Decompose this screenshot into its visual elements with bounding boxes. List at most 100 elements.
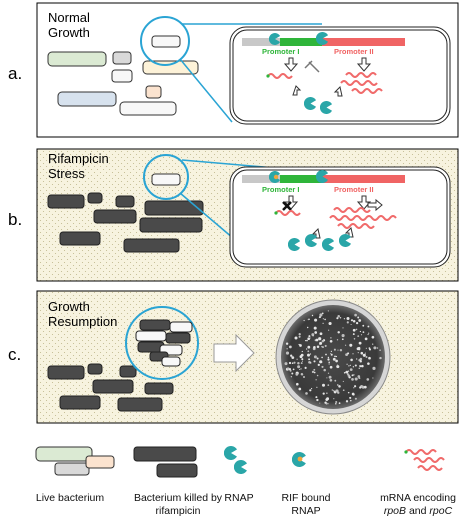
colony-dot (288, 361, 292, 365)
colony-dot (338, 385, 341, 388)
colony-dot (363, 385, 367, 389)
bacterium-dead (115, 195, 135, 208)
colony-dot (347, 374, 351, 377)
colony-dot (359, 365, 361, 367)
inset-b-outer (229, 166, 451, 268)
colony-dot (337, 331, 340, 334)
colony-dot (342, 389, 345, 392)
colony-dot (309, 353, 312, 355)
bacterium-dead (165, 332, 191, 344)
colony-dot (311, 370, 315, 374)
mrna-icon (351, 88, 383, 94)
colony-dot (307, 345, 311, 349)
colony-dot (359, 357, 363, 361)
colony-dot (333, 398, 335, 400)
colony-dot (322, 383, 325, 387)
colony-dot (336, 364, 339, 366)
colony-dot (345, 370, 349, 374)
colony-dot (367, 325, 370, 328)
colony-dot (337, 314, 340, 318)
mrna-icon (365, 215, 397, 221)
colony-dot (349, 396, 352, 399)
colony-dot (314, 331, 318, 334)
colony-dot (368, 332, 370, 334)
rnap-icon (234, 460, 247, 474)
bacterium-live-zoomed (151, 35, 181, 48)
legend-rif-line2: RNAP (291, 505, 321, 517)
colony-dot (295, 373, 299, 376)
bacterium-live (85, 455, 115, 469)
colony-dot (316, 345, 320, 348)
colony-dot (290, 376, 293, 378)
colony-dot (323, 368, 326, 372)
colony-dot (358, 341, 362, 345)
colony-dot (296, 382, 299, 386)
legend-rif-line1: RIF bound (281, 492, 331, 504)
colony-dot (376, 347, 379, 349)
petri-dish (275, 299, 391, 415)
gene-rpob: rpoB (383, 505, 407, 517)
colony-dot (346, 363, 348, 365)
colony-dot (325, 353, 327, 356)
colony-dot (315, 379, 317, 381)
colony-dot (307, 337, 311, 341)
colony-cluster (135, 319, 193, 367)
colony-dot (286, 348, 288, 350)
colony-dot (321, 312, 324, 315)
colony-dot (305, 392, 308, 395)
colony-dot (351, 392, 355, 396)
colony-dot (290, 354, 293, 357)
colony-dot (347, 391, 350, 394)
colony-dot (319, 402, 321, 404)
colony-dot (365, 347, 367, 349)
colony-dot (357, 346, 361, 350)
promoter-ii-region (322, 38, 405, 46)
colony-dot (301, 360, 303, 362)
colony-dot (367, 333, 369, 336)
bacterium-live (119, 101, 177, 116)
colony-dot (303, 376, 305, 378)
colony-dot (346, 316, 350, 321)
colony-dot (357, 335, 360, 337)
arrow-down-icon (356, 195, 372, 210)
colony-dot (309, 337, 311, 339)
colony-dot (304, 366, 307, 369)
colony-dot (327, 358, 330, 361)
colony-dot (313, 368, 316, 371)
colony-dot (298, 387, 302, 391)
colony-dot (315, 396, 318, 399)
legend-killed-label: Bacterium killed by rifampicin (122, 492, 234, 518)
promoter-ii-region (322, 175, 405, 183)
colony-dot (329, 365, 333, 369)
bacterium-live (57, 91, 117, 107)
colony-dot (327, 403, 329, 405)
colony-dot (343, 318, 346, 320)
colony-dot (299, 344, 302, 347)
colony-dot (317, 363, 320, 367)
colony-dot (357, 351, 359, 354)
legend-mrna (404, 449, 445, 471)
mrna-icon (329, 215, 367, 221)
colony-dot (371, 335, 375, 339)
colony-dot (368, 348, 372, 351)
dead-bacteria-group-c (47, 363, 174, 412)
colony-dot (350, 358, 353, 362)
arrow-icon (367, 198, 383, 212)
zoom-lens-c (125, 306, 199, 380)
colony-dot (327, 356, 330, 359)
rnap-icon (224, 446, 237, 460)
colony-dot (330, 352, 332, 355)
mrna-icon (345, 72, 377, 78)
colony-dot (352, 320, 356, 323)
colony-dot (291, 362, 294, 365)
colony-dot (330, 350, 333, 353)
colony-dot (332, 357, 336, 361)
colony-dot (306, 339, 308, 342)
bacterium-dead (59, 231, 101, 246)
colony-dot (303, 319, 305, 322)
colony-dot (329, 378, 333, 382)
colony-dot (352, 366, 355, 368)
colony-dot (372, 377, 374, 379)
colony-dot (338, 402, 341, 405)
bacterium-dead (144, 200, 204, 216)
